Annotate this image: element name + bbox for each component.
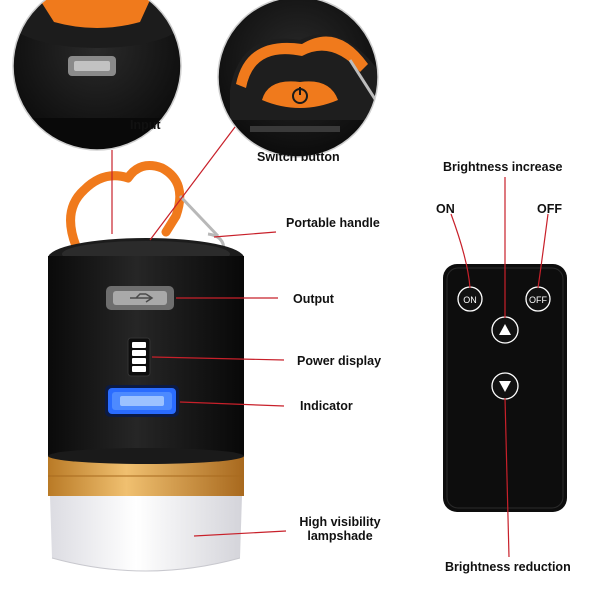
label-power-display: Power display: [297, 354, 382, 368]
label-on: ON: [436, 202, 455, 216]
remote-on-label: ON: [463, 295, 477, 305]
label-off: OFF: [537, 202, 562, 216]
power-display: [127, 337, 151, 377]
remote-off-label: OFF: [529, 295, 547, 305]
label-output: Output: [293, 292, 334, 306]
output-port: [106, 286, 174, 310]
label-input: Input: [130, 118, 161, 132]
label-brightness-reduction: Brightness reduction: [445, 560, 571, 574]
arrow-up-icon: [499, 324, 511, 335]
label-indicator: Indicator: [300, 399, 353, 413]
label-lampshade: High visibility lampshade: [292, 515, 388, 543]
label-portable-handle: Portable handle: [286, 216, 380, 230]
lampshade: [50, 496, 242, 572]
arrow-down-icon: [499, 381, 511, 392]
remote-on-button[interactable]: ON: [457, 286, 483, 312]
gold-band: [48, 448, 244, 496]
indicator-light: [105, 385, 179, 417]
brightness-up-button[interactable]: [491, 316, 519, 344]
switch-zoom-circle: [217, 0, 379, 158]
callout-lines: [111, 126, 549, 558]
label-lampshade-line1: High visibility: [299, 515, 381, 529]
remote-off-button[interactable]: OFF: [525, 286, 551, 312]
brightness-down-button[interactable]: [491, 372, 519, 400]
label-brightness-increase: Brightness increase: [443, 160, 563, 174]
label-lampshade-line2: lampshade: [307, 529, 373, 543]
label-switch-button: Switch button: [257, 150, 340, 164]
input-zoom-circle: [12, 0, 182, 151]
